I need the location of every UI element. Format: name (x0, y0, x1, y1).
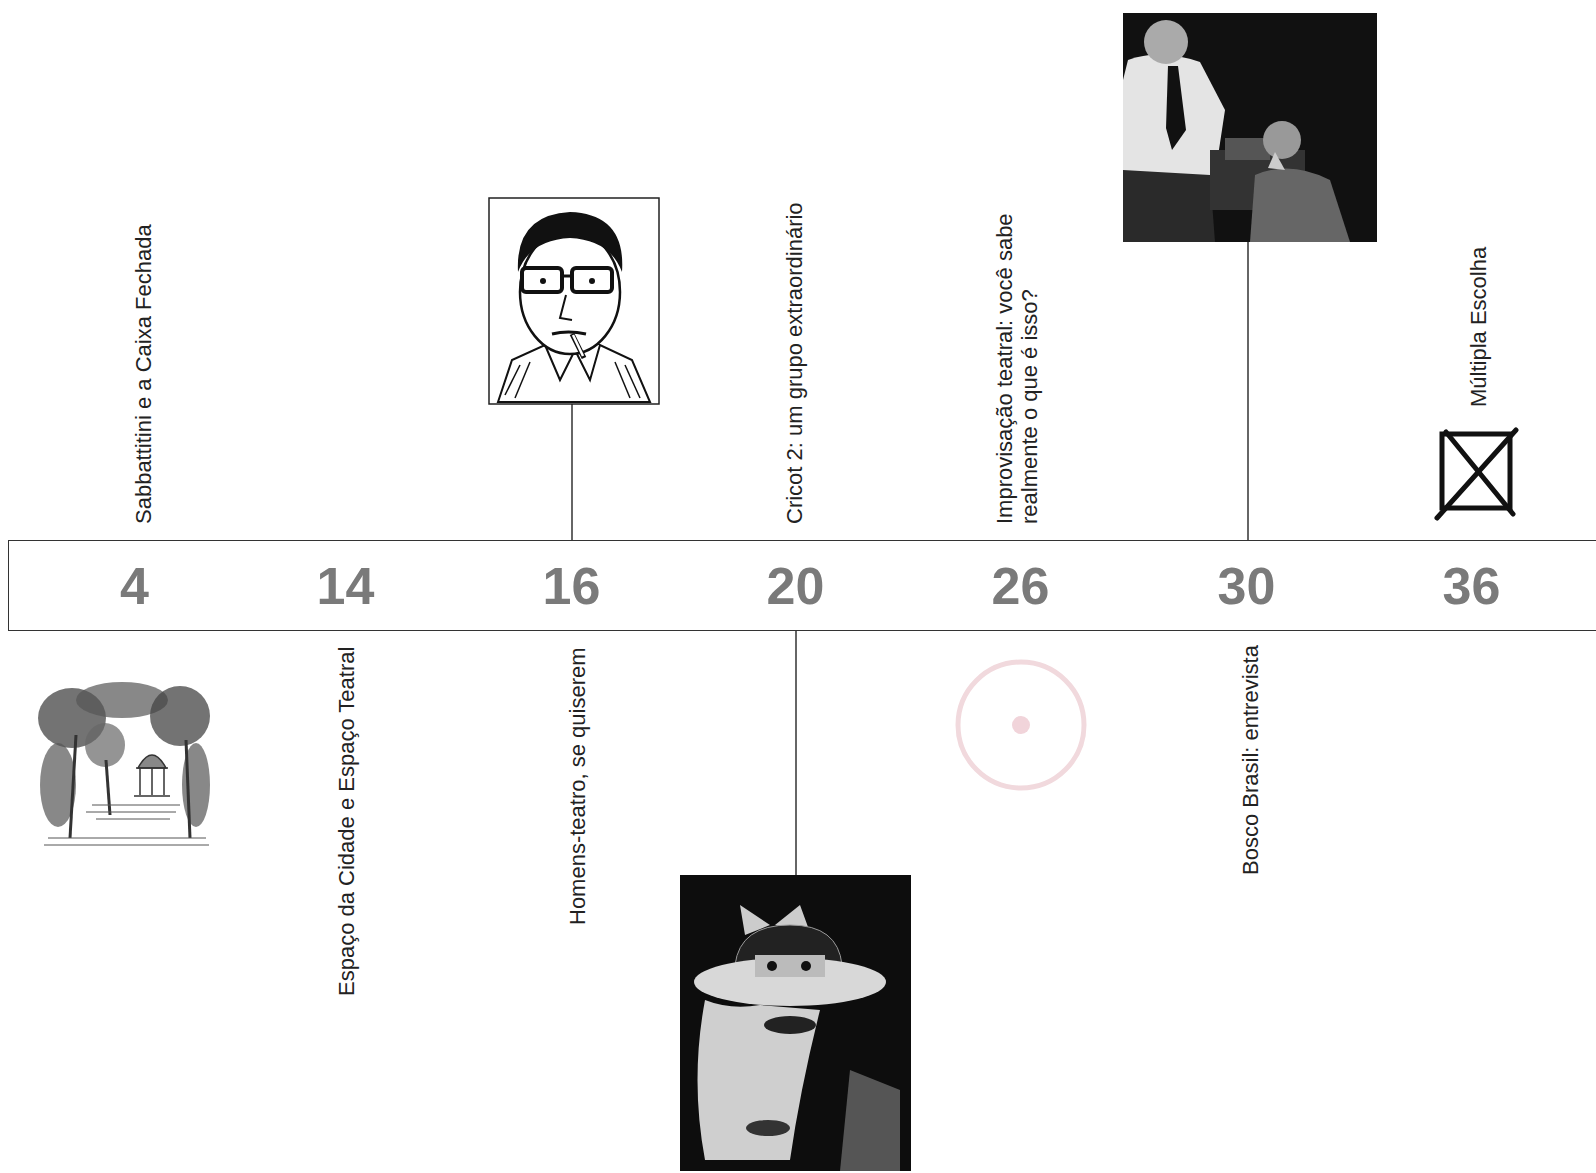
cigarette (572, 334, 584, 358)
target-ring (958, 662, 1084, 788)
mask-lips (746, 1120, 790, 1136)
leader-line (795, 631, 797, 875)
water-line (92, 805, 180, 806)
page-number: 36 (1443, 560, 1501, 612)
glasses-lens (522, 268, 562, 292)
mouth (552, 332, 586, 334)
eye (589, 278, 595, 284)
gazebo-base (134, 795, 170, 797)
tree-trunks (70, 735, 190, 838)
hatch (615, 362, 630, 398)
gazebo-column (163, 768, 165, 795)
timeline-bar: 4 14 16 20 26 30 36 (8, 540, 1596, 631)
article-title: Espaço da Cidade e Espaço Teatral (334, 647, 359, 996)
glasses-lens (572, 268, 612, 292)
head (1263, 121, 1301, 159)
checkbox-cross (1446, 432, 1513, 514)
eye (540, 278, 546, 284)
tie (1166, 66, 1186, 150)
article-title: Bosco Brasil: entrevista (1238, 645, 1263, 875)
mask (698, 1000, 821, 1160)
trunk (186, 740, 190, 838)
trousers (1123, 170, 1215, 242)
eye (767, 961, 777, 971)
article-title: Múltipla Escolha (1466, 247, 1491, 407)
jacket (1250, 169, 1350, 242)
ground-line (44, 845, 209, 846)
hair (518, 212, 622, 272)
cigarette-paper (573, 335, 583, 356)
gazebo-dome (138, 755, 166, 768)
gazebo-column (151, 768, 153, 795)
eye (801, 961, 811, 971)
water-lines (44, 805, 209, 845)
hand (1268, 152, 1285, 170)
interview-photo (1123, 13, 1377, 242)
page-number: 26 (992, 560, 1050, 612)
faint-target (958, 662, 1084, 788)
trunk (106, 760, 110, 815)
water-line (96, 819, 170, 820)
trunk (70, 735, 76, 838)
checkbox-icon (1437, 430, 1516, 518)
ground-line (48, 838, 206, 839)
foliage (150, 686, 210, 746)
portrait-frame (489, 198, 659, 404)
gazebo (134, 755, 170, 796)
page-number: 4 (120, 560, 149, 612)
article-title: Improvisação teatral: você sabe realment… (992, 194, 1043, 524)
article-title: Sabbattitini e a Caixa Fechada (131, 224, 156, 524)
gazebo-column (139, 768, 141, 795)
page-number: 14 (317, 560, 375, 612)
photo-ground (1123, 13, 1377, 242)
water-line (86, 812, 176, 813)
head (1144, 20, 1188, 64)
face-strip (755, 955, 825, 977)
leader-line (1247, 242, 1249, 540)
leader-line (571, 404, 573, 540)
shoulder (840, 1070, 900, 1171)
white-shirt (1123, 54, 1225, 242)
checkbox-cross (1437, 430, 1516, 518)
page-number: 16 (543, 560, 601, 612)
page-number: 20 (767, 560, 825, 612)
suit-hatching (505, 362, 640, 398)
hatch (515, 362, 530, 398)
portrait-drawing (489, 198, 659, 404)
nose (560, 295, 572, 320)
mask-lips (764, 1016, 816, 1034)
article-title: Cricot 2: um grupo extraordinário (782, 202, 807, 524)
mask-photo (680, 875, 911, 1171)
glasses-bridge (562, 275, 572, 278)
photo-ground (680, 875, 911, 1171)
article-title: Homens-teatro, se quiserem (565, 647, 590, 925)
page-number: 30 (1218, 560, 1276, 612)
target-dot (1012, 716, 1030, 734)
park-engraving (38, 682, 210, 845)
